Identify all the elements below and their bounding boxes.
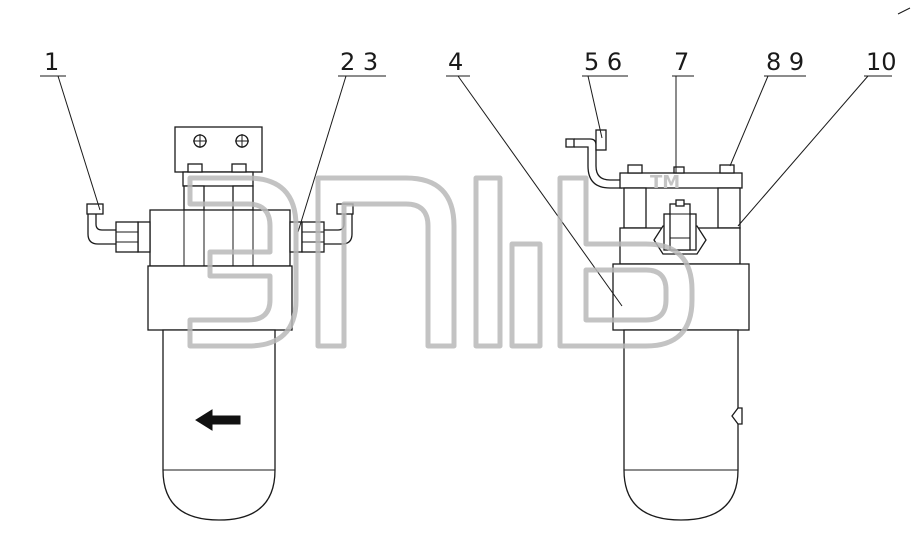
left-bolts [187,163,247,173]
callout-7: 7 [674,48,689,76]
right-hex-fitting [653,199,707,255]
callout-2-3: 2 3 [340,48,378,76]
flow-direction-arrow [195,409,241,431]
watermark-logo: TM [187,172,695,349]
callout-8-9: 8 9 [766,48,804,76]
callout-4: 4 [448,48,463,76]
callout-10: 10 [866,48,897,76]
left-filter-head [149,209,291,267]
drain-plug [731,407,743,425]
right-bracket [565,129,622,189]
left-filter-bowl [162,329,276,521]
right-top-plate [619,172,743,189]
right-filter-view [565,129,750,521]
left-inlet-fitting [86,203,151,253]
corner-marks [897,7,911,15]
right-filter-bowl [623,329,739,521]
watermark-tm: TM [650,172,680,193]
left-filter-view [86,126,354,521]
callout-labels: 1 2 3 4 5 6 7 8 9 10 [44,48,897,76]
callout-1: 1 [44,48,59,76]
callout-5-6: 5 6 [584,48,622,76]
